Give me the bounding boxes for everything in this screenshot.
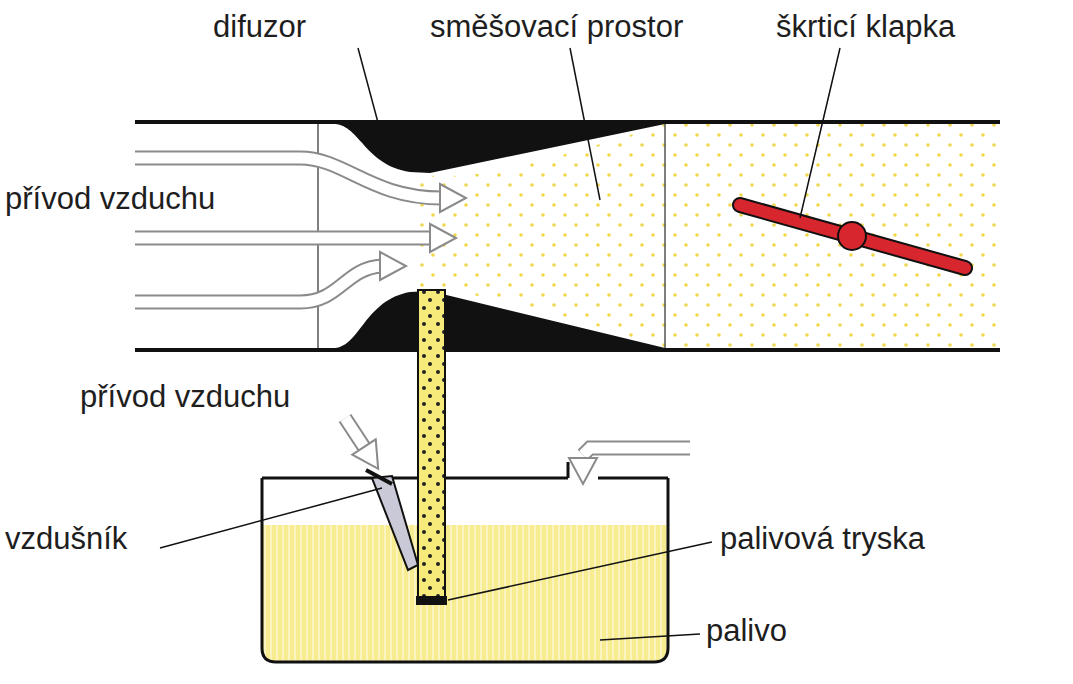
diffuser-top <box>318 124 665 173</box>
part-label: palivová tryska <box>720 522 925 556</box>
leader-line <box>160 488 382 548</box>
air-arrowhead <box>430 224 456 252</box>
part-label: směšovací prostor <box>430 10 683 44</box>
throttle-outline <box>740 205 965 268</box>
part-label: škrticí klapka <box>776 10 955 44</box>
fuel <box>262 525 668 662</box>
air-arrow <box>135 231 432 246</box>
leader-line <box>600 634 700 640</box>
vent-tube <box>567 462 570 478</box>
float-bowl <box>262 478 668 662</box>
leader-line <box>570 48 600 200</box>
leader-line <box>800 48 840 218</box>
tube-wall <box>135 120 1000 124</box>
fuel-tube <box>418 290 445 600</box>
air-arrow <box>135 233 432 244</box>
section-line <box>664 124 666 348</box>
part-label: palivo <box>706 614 787 648</box>
air-arrow <box>345 418 366 450</box>
air-arrow <box>135 266 382 302</box>
fuel-jet <box>416 596 447 605</box>
air-arrow <box>583 448 690 455</box>
part-label: přívod vzduchu <box>5 182 215 216</box>
air-arrow <box>583 448 690 455</box>
bowl-lid <box>598 477 668 480</box>
throttle-shaft <box>838 222 866 250</box>
air-arrowhead <box>440 184 466 212</box>
air-arrowhead <box>569 458 597 484</box>
air-arrow <box>345 418 366 450</box>
diffuser-bottom <box>318 291 665 348</box>
air-bleed <box>372 476 418 570</box>
tube-wall <box>135 348 1000 352</box>
part-label: přívod vzduchu <box>80 380 290 414</box>
air-arrow <box>135 266 382 302</box>
part-label: difuzor <box>213 10 306 44</box>
bowl-lid <box>262 477 568 480</box>
throttle-valve <box>740 205 965 268</box>
part-label: vzdušník <box>5 522 127 556</box>
air-bleed-inlet <box>366 470 392 484</box>
air-arrowhead <box>352 439 390 476</box>
air-arrowhead <box>380 252 406 280</box>
leader-line <box>358 48 380 130</box>
leader-line <box>448 542 712 600</box>
